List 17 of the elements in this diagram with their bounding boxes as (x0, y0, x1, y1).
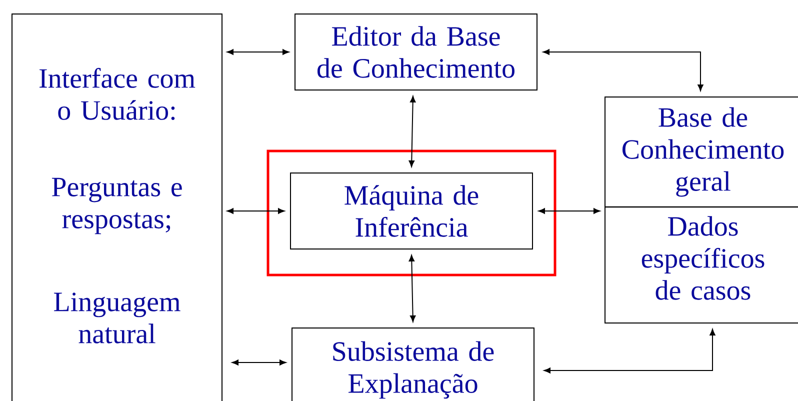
arrow (408, 96, 416, 168)
panel-text: Base de Conhecimento geral (622, 107, 784, 197)
panel-text: Linguagem natural (54, 292, 180, 344)
arrow (232, 360, 286, 366)
arrow (538, 208, 600, 214)
panel-text: Perguntas e respostas; (52, 178, 182, 234)
arrow (544, 328, 716, 374)
process-box: Editor da Base de Conhecimento (294, 14, 538, 90)
highlight-frame (266, 150, 556, 276)
arrow (226, 49, 290, 55)
arrow (408, 254, 416, 322)
panel-text: Interface com o Usuário: (40, 68, 196, 120)
arrow (542, 49, 704, 92)
arrow (226, 208, 285, 214)
process-box: Subsistema de Explanação (292, 328, 534, 401)
panel-text: Dados específicos de casos (642, 216, 764, 300)
process-box: Máquina de Inferência (290, 172, 533, 250)
